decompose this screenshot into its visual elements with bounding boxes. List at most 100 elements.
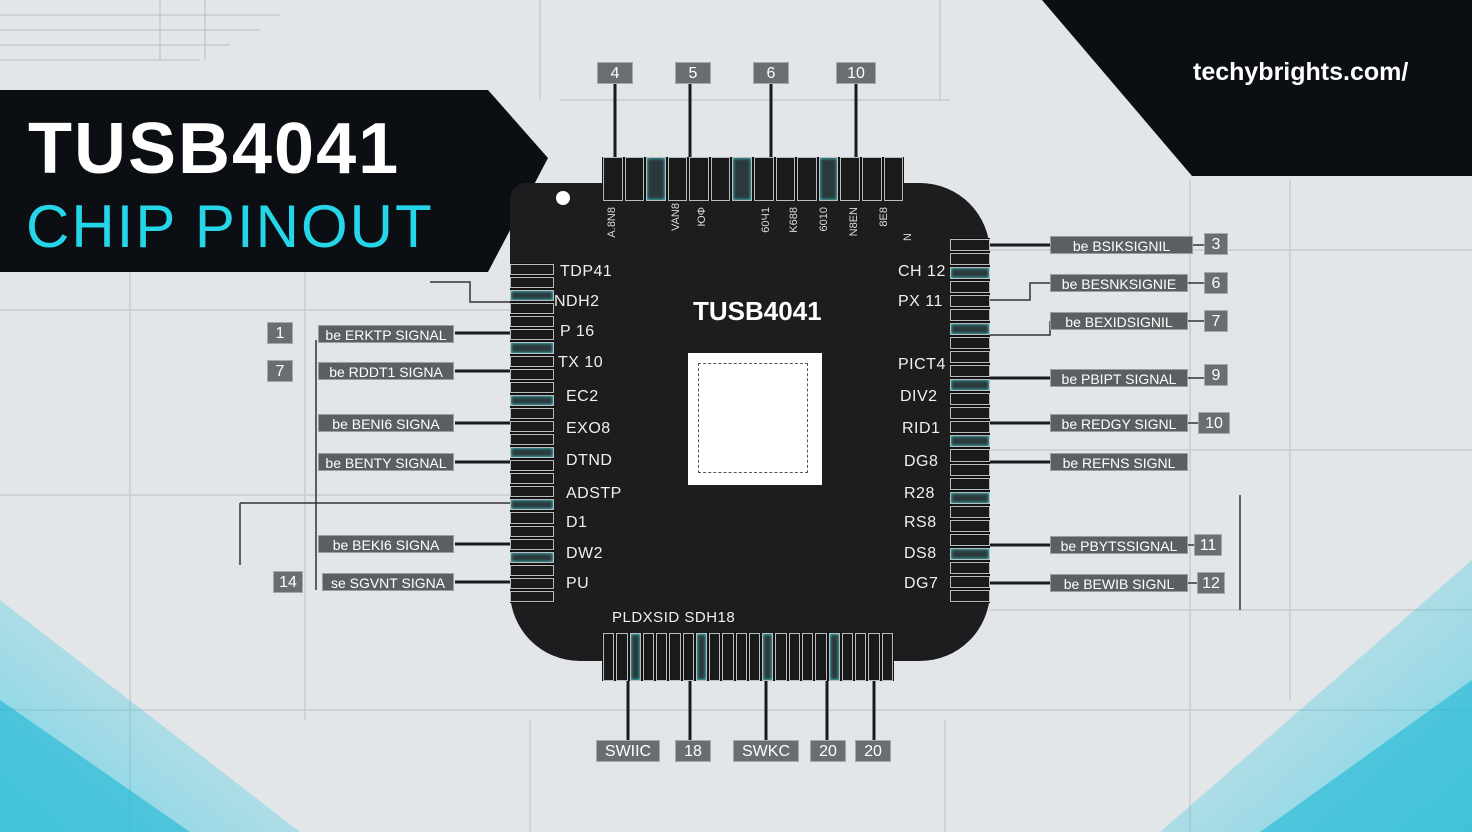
right-pin-label: DS8 (904, 545, 937, 562)
pin (709, 633, 721, 681)
pin (510, 355, 554, 367)
right-pin-label: R28 (904, 485, 935, 502)
left-pin-label: DW2 (566, 545, 604, 562)
pin (629, 633, 641, 681)
pin (950, 253, 990, 266)
pin (510, 329, 554, 341)
signal-tag: be PBYTSSIGNAL (1050, 536, 1188, 554)
top-pin-label: N8EN (848, 207, 860, 237)
pin (950, 267, 990, 280)
pin-number-tag: 20 (855, 740, 891, 762)
pin (950, 407, 990, 420)
signal-tag: be BENI6 SIGNA (318, 414, 454, 432)
pin (788, 633, 800, 681)
top-pin-label: VAN8 (670, 203, 682, 231)
signal-tag: be BESNKSIGNIE (1050, 274, 1188, 292)
pin-number-tag: 3 (1204, 233, 1228, 255)
pin (510, 590, 554, 603)
right-pin-label: DG8 (904, 453, 939, 470)
pin (722, 633, 734, 681)
pin (510, 551, 554, 563)
left-pin-label: TX 10 (558, 354, 604, 371)
right-pin-label: RID1 (902, 420, 941, 437)
left-pin-label: P 16 (560, 323, 595, 340)
top-pin-label: 60Ч1 (760, 207, 772, 233)
pin (510, 577, 554, 589)
pin (840, 157, 860, 201)
top-pin-label: K688 (788, 207, 800, 233)
signal-tag: be BEKI6 SIGNA (318, 535, 454, 553)
pin-number-tag: 10 (836, 62, 876, 84)
pin-number-tag: 7 (1204, 310, 1228, 332)
chip-name: TUSB4041 (693, 296, 822, 326)
pin (510, 486, 554, 498)
pin (950, 239, 990, 252)
pin (841, 633, 854, 681)
pin (775, 633, 787, 681)
pin (828, 633, 840, 681)
pin (735, 633, 747, 681)
pin (656, 633, 668, 681)
left-pin-label: DTND (566, 452, 613, 469)
pin (855, 633, 867, 681)
pin (624, 157, 645, 201)
pin (510, 447, 554, 459)
pin (689, 157, 709, 201)
pin (868, 633, 880, 681)
pin (950, 533, 990, 546)
pin (510, 420, 554, 433)
pin (797, 157, 817, 201)
pin-number-tag: 10 (1198, 412, 1230, 434)
left-pin-label: PU (566, 575, 590, 592)
pin (881, 633, 893, 681)
pin (950, 309, 990, 322)
pin (510, 316, 554, 328)
site-url[interactable]: techybrights.com/ (1193, 58, 1409, 86)
pin (883, 157, 904, 201)
right-pin-label: DG7 (904, 575, 939, 592)
left-pin-label: EC2 (566, 388, 599, 405)
left-pin-label: EXO8 (566, 420, 611, 437)
die-pad (688, 353, 822, 485)
bottom-pin-label: PLDXSID SDH18 (612, 609, 736, 626)
pin (950, 519, 990, 532)
pin-number-tag: 12 (1197, 572, 1225, 594)
pin (950, 463, 990, 476)
pin (950, 421, 990, 434)
pin (950, 393, 990, 406)
pin (950, 365, 990, 378)
pin (950, 435, 990, 448)
pin (510, 381, 554, 393)
pin-number-tag: 4 (597, 62, 633, 84)
pin-number-tag: 1 (267, 322, 293, 344)
pin (616, 633, 628, 681)
site-banner (1042, 0, 1472, 176)
pin (815, 633, 827, 681)
left-pin-label: TDP41 (560, 263, 613, 280)
pin-number-tag: 7 (267, 360, 293, 382)
page-title: TUSB4041 (28, 109, 401, 189)
pin (510, 564, 554, 576)
pin-number-tag: 14 (273, 571, 303, 593)
signal-tag: be BEXIDSIGNIL (1050, 312, 1188, 330)
pin-number-tag: 20 (810, 740, 846, 762)
pin (695, 633, 708, 681)
pin-number-tag: SWKC (733, 740, 799, 762)
pin (950, 575, 990, 588)
top-pin-label: 8E8 (878, 207, 890, 227)
pin (510, 538, 554, 550)
right-pin-row (950, 238, 990, 603)
pin (950, 589, 990, 602)
left-pin-label: NDH2 (554, 293, 600, 310)
pin (646, 157, 666, 201)
pin (950, 281, 990, 294)
pin (950, 561, 990, 574)
pin-number-tag: 11 (1194, 534, 1222, 556)
pin-number-tag: 9 (1204, 364, 1228, 386)
pin (861, 157, 882, 201)
pin (762, 633, 774, 681)
pin (950, 379, 990, 392)
pin (667, 157, 688, 201)
pin (950, 547, 990, 560)
